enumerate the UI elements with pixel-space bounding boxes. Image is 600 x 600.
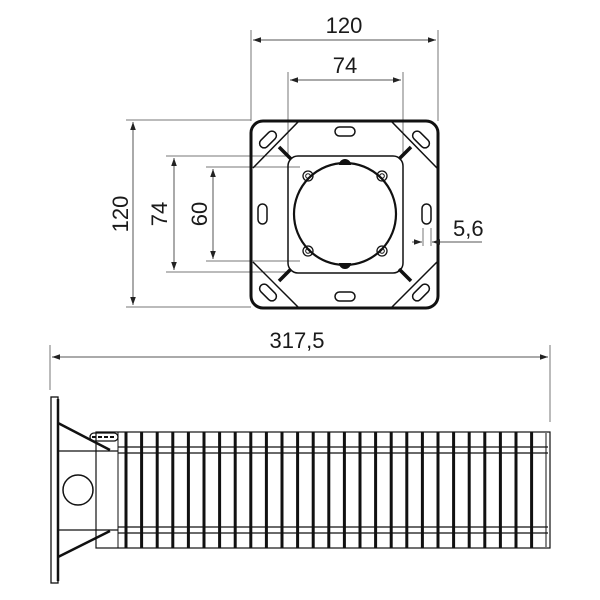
dimension-left-60: 60 <box>187 166 300 262</box>
dim-label-top-74: 74 <box>333 53 357 78</box>
dim-label-left-60: 60 <box>187 202 212 226</box>
mounting-plate-front-view <box>249 119 440 310</box>
tube-side-view <box>50 396 551 584</box>
dimension-left-120: 120 <box>108 119 251 308</box>
screw-bosses <box>302 170 388 257</box>
dimension-top-74: 74 <box>287 53 404 156</box>
dim-label-length: 317,5 <box>269 328 324 353</box>
dimension-top-120: 120 <box>250 13 439 121</box>
dim-label-left-74: 74 <box>147 202 172 226</box>
dimension-slot-5-6: 5,6 <box>412 216 484 246</box>
dimension-left-74: 74 <box>147 155 290 273</box>
tube-ribs <box>124 432 534 548</box>
dimension-length-317-5: 317,5 <box>49 328 551 422</box>
dim-label-left-120: 120 <box>108 196 133 233</box>
dim-label-top-120: 120 <box>326 13 363 38</box>
dim-label-slot: 5,6 <box>453 216 484 241</box>
